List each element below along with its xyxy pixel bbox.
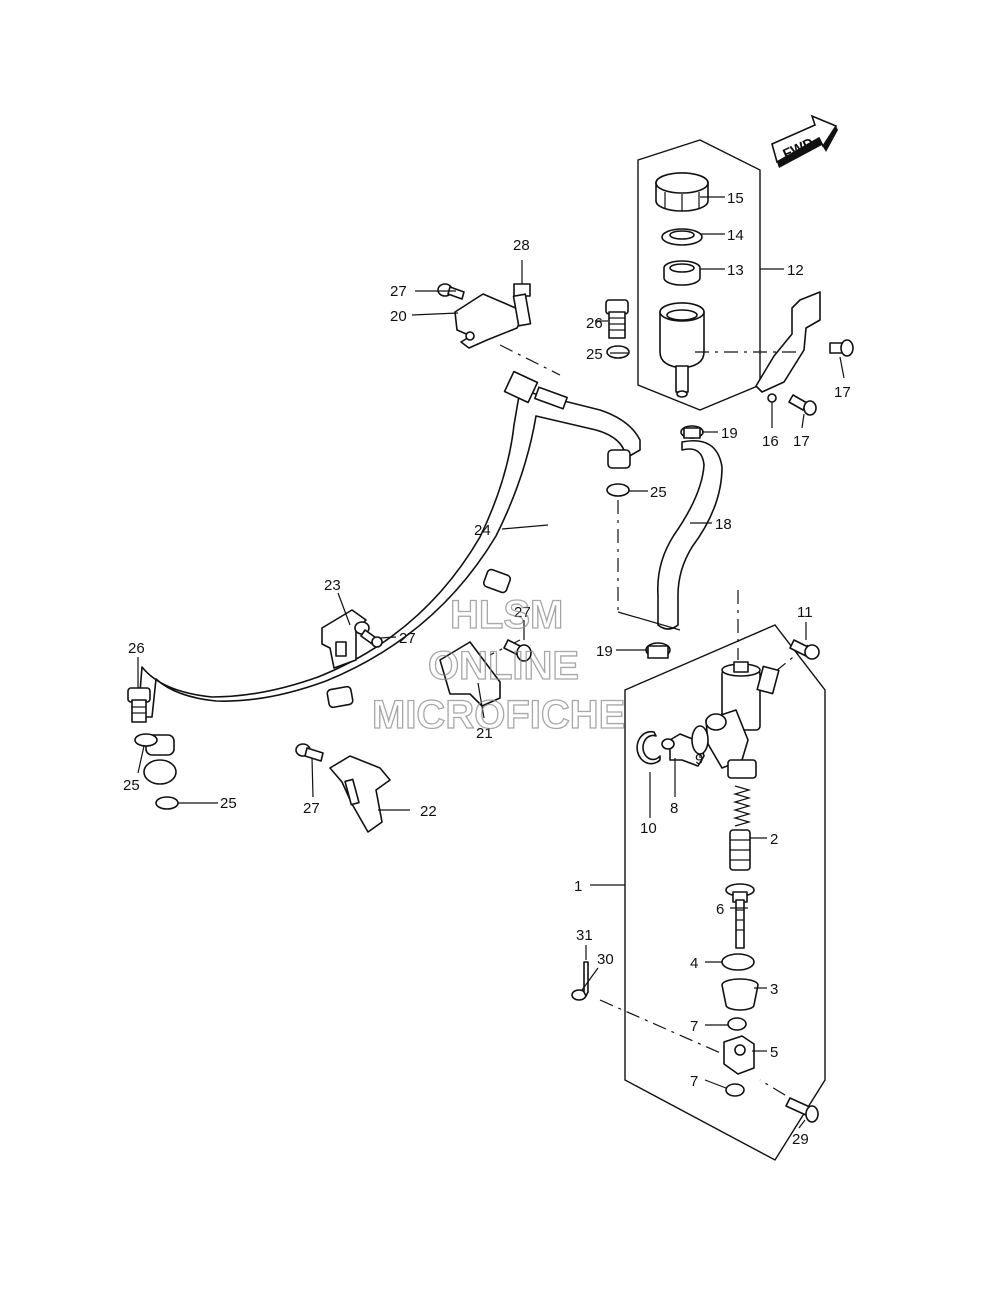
brake-hose-24 bbox=[137, 389, 641, 718]
hose-clamp-21 bbox=[439, 641, 501, 707]
reservoir-plate bbox=[661, 228, 703, 246]
washer-25-lower-b bbox=[155, 796, 179, 810]
callout-12: 12 bbox=[787, 262, 804, 279]
bolt-11 bbox=[789, 639, 820, 660]
callout-9: 9 bbox=[695, 751, 703, 768]
callout-27-bracket-20: 27 bbox=[390, 283, 407, 300]
callout-26-lower: 26 bbox=[128, 640, 145, 657]
reservoir-diaphragm bbox=[663, 260, 701, 286]
callout-10: 10 bbox=[640, 820, 657, 837]
watermark-line2: ONLINE bbox=[428, 644, 579, 688]
callout-16: 16 bbox=[762, 433, 779, 450]
callout-14: 14 bbox=[727, 227, 744, 244]
callout-7-upper: 7 bbox=[690, 1018, 698, 1035]
callout-25-lower-a: 25 bbox=[123, 777, 140, 794]
o-ring-9 bbox=[691, 725, 709, 755]
washer-25-lower-a bbox=[134, 733, 158, 747]
callout-28: 28 bbox=[513, 237, 530, 254]
bolt-27-clamp-21 bbox=[503, 639, 532, 662]
callout-22: 22 bbox=[420, 803, 437, 820]
bolt-28 bbox=[512, 283, 532, 327]
nut-7-upper bbox=[727, 1017, 747, 1031]
callout-31: 31 bbox=[576, 927, 593, 944]
watermark: HLSM ONLINE MICROFICHE bbox=[371, 592, 626, 737]
callout-25-middle: 25 bbox=[650, 484, 667, 501]
boot-3 bbox=[721, 978, 759, 1011]
watermark-line3: MICROFICHE bbox=[372, 693, 625, 737]
callout-1: 1 bbox=[574, 878, 582, 895]
bolt-27-bracket-20 bbox=[437, 283, 465, 300]
callout-27-clamp-22: 27 bbox=[303, 800, 320, 817]
callout-27-clamp-21: 27 bbox=[514, 604, 531, 621]
callout-5: 5 bbox=[770, 1044, 778, 1061]
banjo-fitting-reservoir bbox=[607, 449, 631, 469]
callout-20: 20 bbox=[390, 308, 407, 325]
hose-clamp-lower bbox=[645, 642, 671, 659]
push-rod-6 bbox=[725, 883, 755, 949]
fwd-arrow-icon: FWD bbox=[771, 114, 838, 168]
callout-labels: 15 14 13 12 17 16 17 19 18 25 25 26 27 2… bbox=[123, 190, 851, 1148]
circlip-10 bbox=[636, 730, 661, 765]
watermark-line1: HLSM bbox=[450, 593, 563, 637]
reservoir-bracket bbox=[755, 291, 821, 403]
bolt-17-upper bbox=[829, 339, 854, 357]
washer-25-upper bbox=[606, 345, 630, 359]
reservoir-hose bbox=[657, 440, 723, 630]
hose-bracket-20 bbox=[454, 293, 526, 349]
callout-7-lower: 7 bbox=[690, 1073, 698, 1090]
bolt-27-clamp-23 bbox=[354, 621, 383, 648]
reservoir-body bbox=[659, 302, 705, 398]
callout-19-upper: 19 bbox=[721, 425, 738, 442]
callout-30: 30 bbox=[597, 951, 614, 968]
callout-18: 18 bbox=[715, 516, 732, 533]
hose-grommet-upper bbox=[482, 568, 512, 594]
hose-clamp-22 bbox=[329, 755, 391, 833]
callout-4: 4 bbox=[690, 955, 698, 972]
clevis-5 bbox=[723, 1035, 755, 1075]
master-cylinder-box bbox=[624, 624, 826, 1161]
callout-24: 24 bbox=[474, 522, 491, 539]
clevis-pin-29 bbox=[785, 1097, 819, 1123]
callout-21: 21 bbox=[476, 725, 493, 742]
callout-17-lower: 17 bbox=[793, 433, 810, 450]
callout-27-clamp-23: 27 bbox=[399, 630, 416, 647]
callout-19-lower: 19 bbox=[596, 643, 613, 660]
hose-clamp-upper bbox=[680, 425, 704, 439]
callout-23: 23 bbox=[324, 577, 341, 594]
callout-11: 11 bbox=[797, 604, 813, 621]
circlip-4 bbox=[721, 953, 755, 971]
hose-clamp-23 bbox=[321, 609, 367, 669]
reservoir-cap bbox=[655, 172, 709, 212]
washer-25-middle bbox=[606, 483, 630, 497]
callout-13: 13 bbox=[727, 262, 744, 279]
bolt-27-clamp-22 bbox=[295, 743, 324, 762]
leader-lines bbox=[137, 196, 845, 1129]
callout-2: 2 bbox=[770, 831, 778, 848]
callout-3: 3 bbox=[770, 981, 778, 998]
callout-25-lower-b: 25 bbox=[220, 795, 237, 812]
cotter-pin-31 bbox=[583, 961, 589, 997]
callout-8: 8 bbox=[670, 800, 678, 817]
hose-grommet-lower bbox=[326, 685, 354, 709]
callout-25-upper: 25 bbox=[586, 346, 603, 363]
banjo-fitting-upper bbox=[503, 370, 568, 410]
banjo-bolt-26-upper bbox=[605, 299, 629, 339]
callout-17-upper: 17 bbox=[834, 384, 851, 401]
piston-spring-2 bbox=[729, 785, 752, 871]
bolt-17-lower bbox=[788, 394, 817, 416]
nut-7-lower bbox=[725, 1083, 745, 1097]
callout-6: 6 bbox=[716, 901, 724, 918]
callout-29: 29 bbox=[792, 1131, 809, 1148]
callout-15: 15 bbox=[727, 190, 744, 207]
banjo-bolt-26-lower bbox=[127, 687, 151, 723]
master-cylinder-body bbox=[705, 661, 780, 779]
callout-26-upper: 26 bbox=[586, 315, 603, 332]
